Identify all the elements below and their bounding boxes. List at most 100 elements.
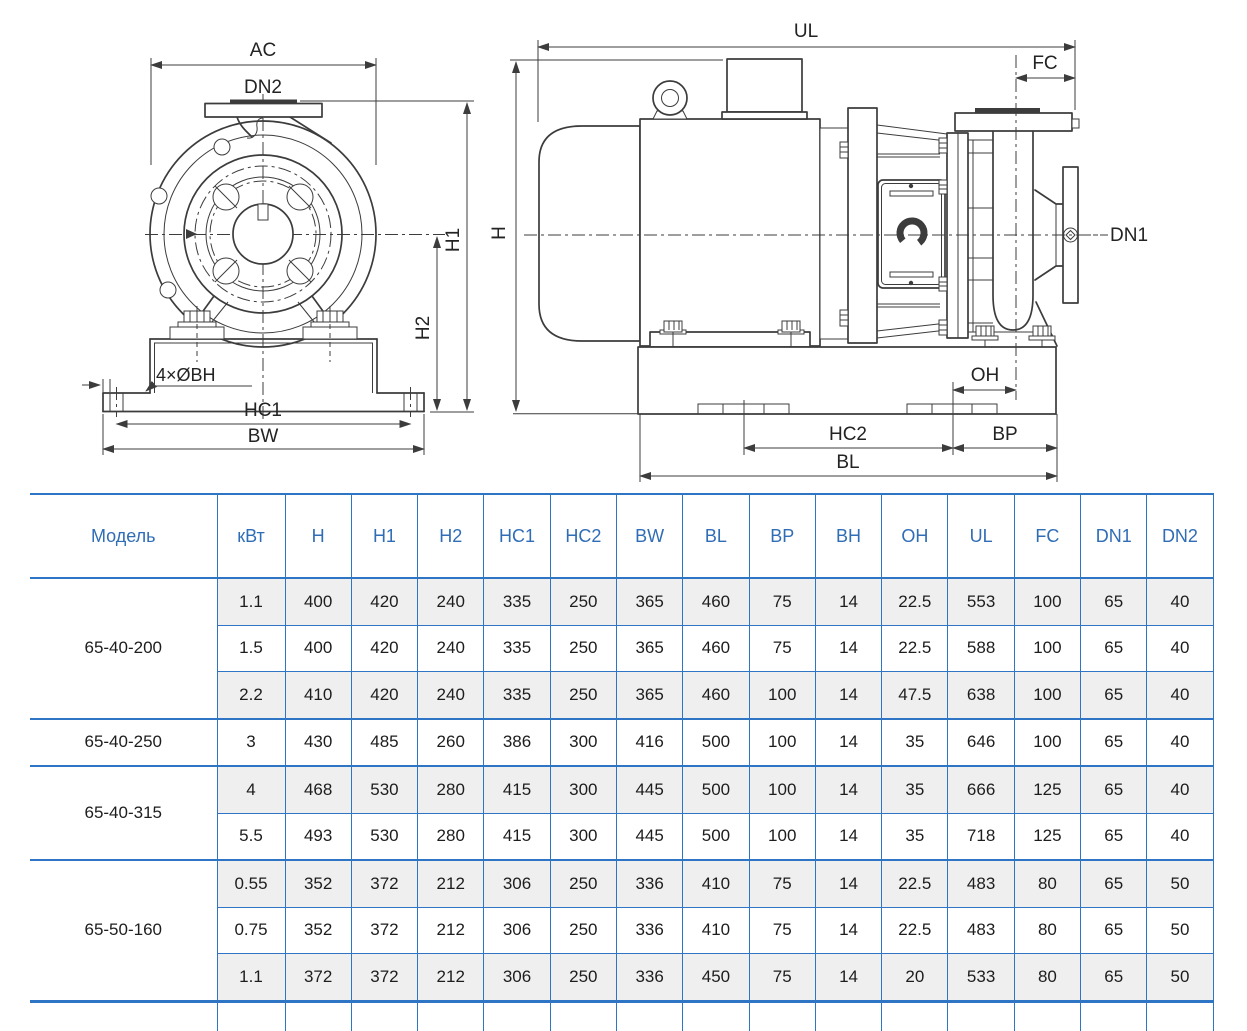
pump-dimension-drawing: AC DN2 H1 H2 4×ØBH [82, 21, 1148, 482]
value-cell: 14 [814, 906, 882, 954]
value-cell: 372 [350, 953, 418, 1001]
value-cell: 460 [682, 624, 750, 672]
value-cell: 415 [483, 812, 551, 860]
model-cell: 65-40-315 [30, 765, 217, 860]
value-cell: 2.2 [216, 671, 285, 719]
cutoff-row [30, 999, 1214, 1031]
value-cell: 3 [216, 717, 285, 766]
side-view: UL FC H DN1 OH [489, 21, 1148, 482]
flange-face [230, 99, 297, 104]
cutoff-cell [1013, 999, 1081, 1031]
value-cell: 250 [549, 859, 617, 907]
dim-H1: H1 [300, 100, 474, 413]
casing-outline [149, 120, 377, 348]
suction-nozzle [1034, 189, 1064, 347]
value-cell: 14 [814, 624, 882, 672]
value-cell: 5.5 [216, 812, 285, 860]
value-cell: 75 [748, 577, 816, 625]
cutoff-cell [483, 999, 551, 1031]
hub-circle [205, 176, 321, 292]
value-cell: 306 [483, 906, 551, 954]
value-cell: 372 [284, 953, 352, 1001]
value-cell: 445 [615, 765, 683, 813]
value-cell: 1.1 [216, 953, 285, 1001]
cutoff-cell [216, 999, 285, 1031]
value-cell: 493 [284, 812, 352, 860]
dim-HC2: HC2 [743, 400, 954, 455]
cutoff-cell [350, 999, 418, 1031]
value-cell: 530 [350, 765, 418, 813]
value-cell: 22.5 [881, 577, 948, 625]
value-cell: 100 [1013, 671, 1081, 719]
adapter-bolts [839, 141, 849, 327]
dim-UL: UL [537, 21, 1076, 122]
value-cell: 410 [682, 906, 750, 954]
value-cell: 14 [814, 812, 882, 860]
value-cell: 500 [682, 812, 750, 860]
value-cell: 212 [417, 859, 484, 907]
callout-DN1: DN1 [1078, 225, 1148, 246]
value-cell: 80 [1013, 953, 1081, 1001]
motor-foot-bolts [659, 320, 805, 361]
value-cell: 1.1 [216, 577, 285, 625]
cutoff-cell [814, 999, 882, 1031]
label-FC: FC [1032, 53, 1057, 74]
value-cell: 460 [682, 671, 750, 719]
value-cell: 240 [417, 671, 484, 719]
front-view: AC DN2 H1 H2 4×ØBH [82, 40, 474, 455]
column-header-кВт: кВт [216, 493, 285, 579]
cover-screws [212, 183, 314, 285]
column-header-H2: H2 [417, 493, 484, 579]
value-cell: 352 [284, 906, 352, 954]
value-cell: 65 [1080, 953, 1147, 1001]
value-cell: 400 [284, 624, 352, 672]
flange-nub [1071, 118, 1080, 129]
cutoff-cell [30, 999, 217, 1031]
value-cell: 80 [1013, 859, 1081, 907]
value-cell: 250 [549, 953, 617, 1001]
value-cell: 40 [1146, 671, 1214, 719]
bolt-circle [209, 180, 317, 288]
motor-body [639, 118, 821, 347]
discharge-pipe [992, 130, 1034, 331]
model-cell: 65-40-250 [30, 717, 217, 766]
lifting-eye-hole [661, 89, 679, 107]
motor-adapter-plate [847, 107, 878, 344]
value-cell: 450 [682, 953, 750, 1001]
value-cell: 420 [350, 624, 418, 672]
label-HC2: HC2 [829, 424, 867, 445]
cutoff-cell [682, 999, 750, 1031]
value-cell: 430 [284, 717, 352, 766]
neck-right [289, 116, 332, 144]
cutoff-cell [284, 999, 352, 1031]
value-cell: 65 [1080, 624, 1147, 672]
dim-BP: BP [952, 414, 1058, 482]
cutoff-cell [947, 999, 1015, 1031]
value-cell: 300 [549, 765, 617, 813]
housing-slot-top [889, 190, 934, 197]
cutoff-cell [549, 999, 617, 1031]
column-header-H: H [284, 493, 352, 579]
column-header-BP: BP [748, 493, 816, 579]
value-cell: 460 [682, 577, 750, 625]
column-header-HC1: HC1 [483, 493, 551, 579]
label-BW: BW [248, 426, 279, 447]
value-cell: 40 [1146, 717, 1214, 766]
value-cell: 250 [549, 671, 617, 719]
label-DN2: DN2 [244, 77, 282, 98]
keyway [257, 203, 269, 221]
model-cell: 65-40-200 [30, 577, 217, 719]
value-cell: 365 [615, 671, 683, 719]
column-header-DN1: DN1 [1080, 493, 1147, 579]
value-cell: 306 [483, 953, 551, 1001]
label-4xOBH: 4×ØBH [156, 365, 216, 385]
casing-rings [968, 139, 1033, 333]
pump-foot-bolts [971, 325, 1056, 361]
column-header-DN2: DN2 [1146, 493, 1214, 579]
front-cover-circle [183, 154, 343, 314]
value-cell: 280 [417, 765, 484, 813]
